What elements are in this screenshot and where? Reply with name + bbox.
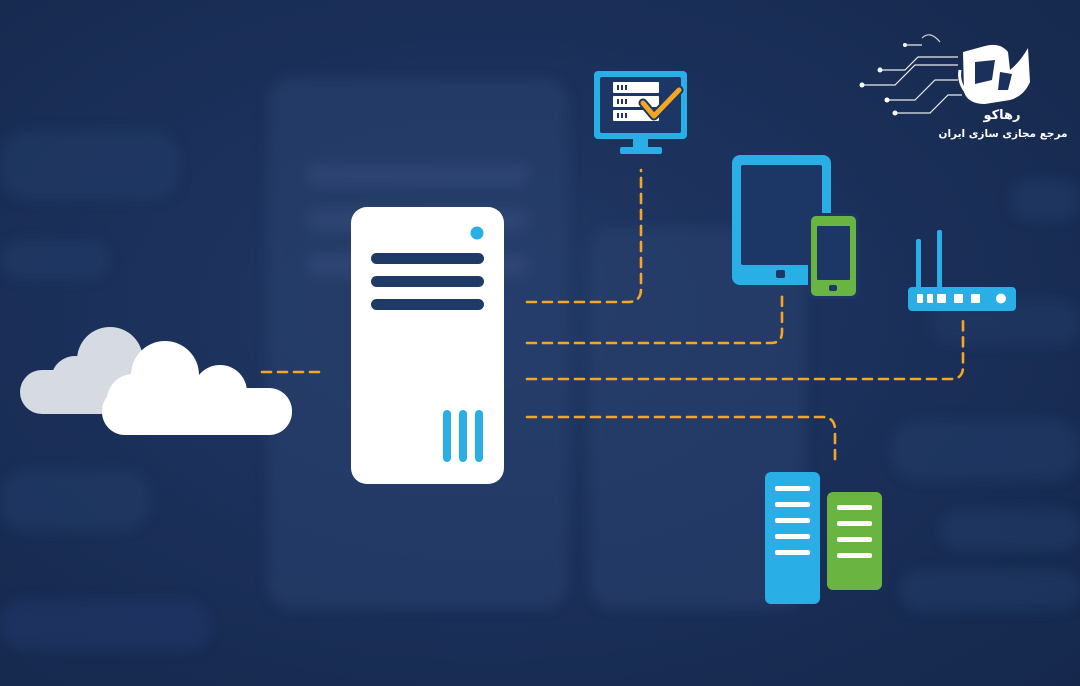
brand-name: رهاکو: [983, 108, 1021, 123]
connection-lines: [260, 168, 965, 464]
rahaco-logo-icon: [859, 34, 1030, 116]
line-server-storage: [525, 415, 837, 464]
wifi-router-icon: [908, 230, 1016, 311]
monitor-server-check-icon: [594, 71, 687, 154]
server-status-led: [470, 226, 484, 240]
line-server-router: [525, 316, 965, 381]
server-tower-icon: [351, 207, 504, 484]
brand-tagline: مرجع مجازی سازی ایران: [938, 128, 1068, 140]
line-server-monitor: [525, 168, 643, 304]
smartphone-icon: [808, 213, 859, 299]
storage-servers-icon: [765, 472, 882, 604]
line-server-tablet: [525, 288, 784, 345]
tablet-icon: [732, 155, 831, 285]
cloud-icon: [20, 327, 292, 435]
cloud-front: [102, 341, 292, 435]
